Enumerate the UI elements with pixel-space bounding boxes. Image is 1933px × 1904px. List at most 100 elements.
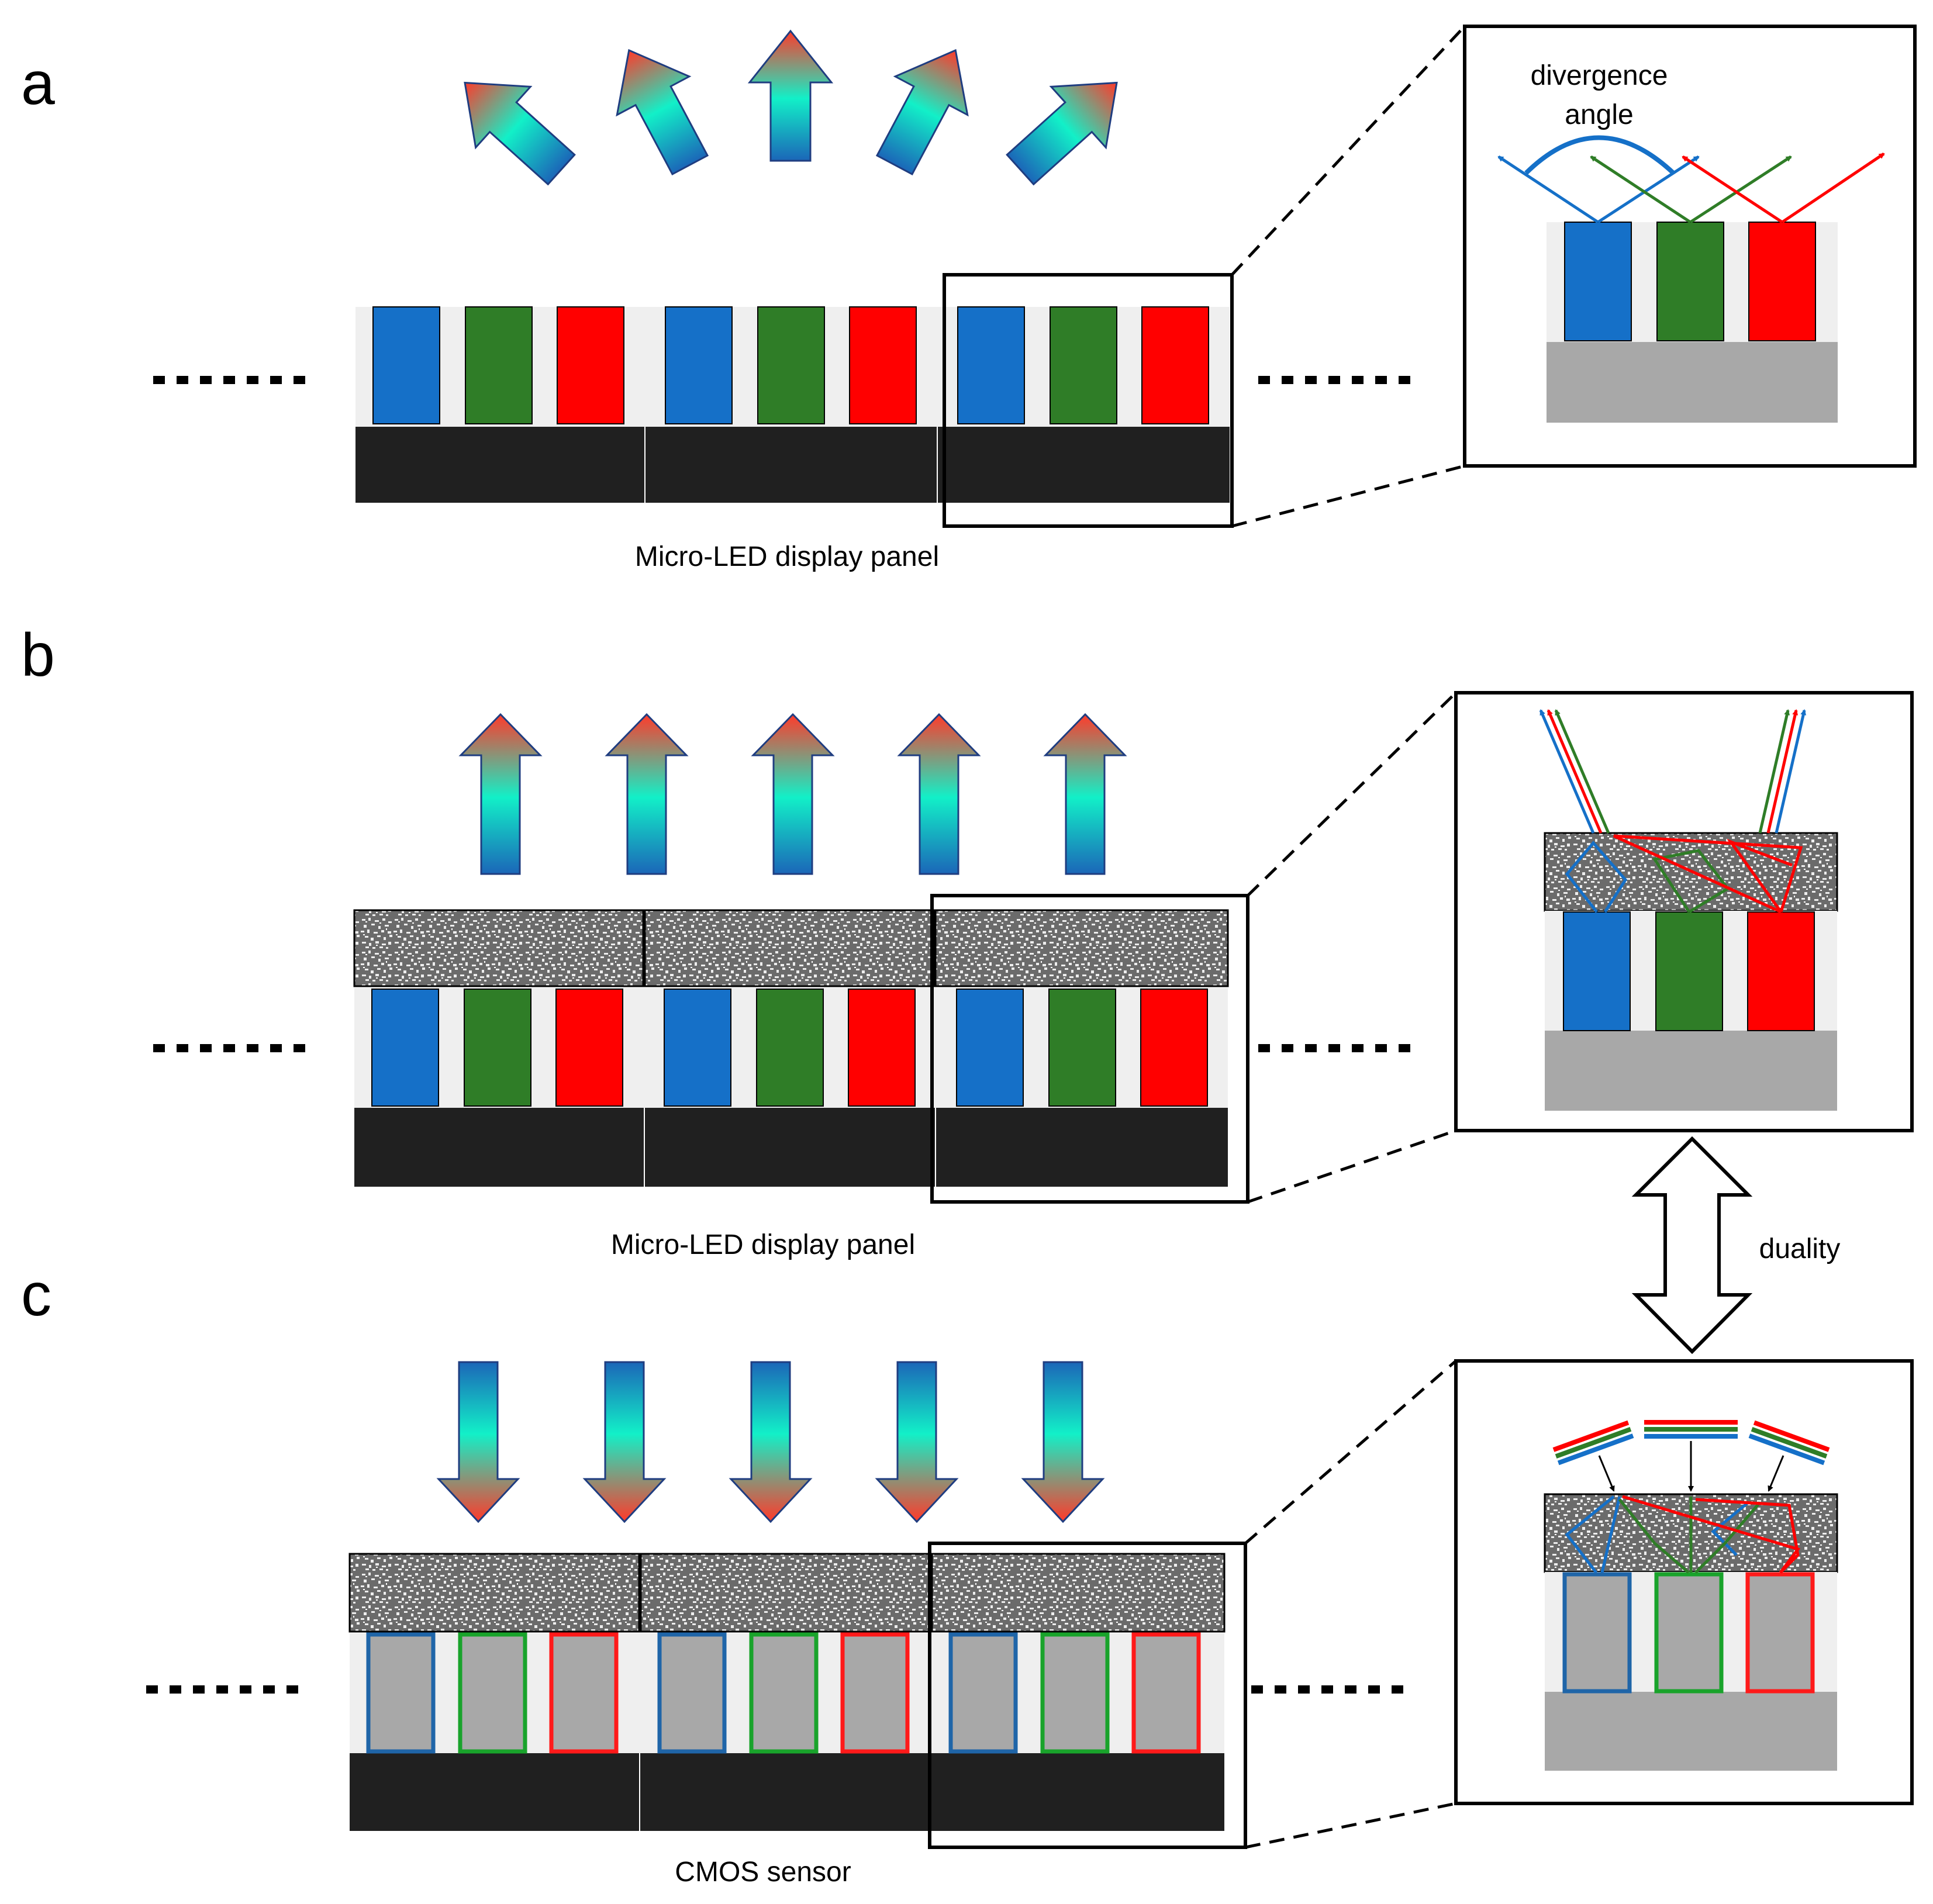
emission-arrow <box>605 713 689 875</box>
incident-arrow <box>436 1361 520 1523</box>
emission-arrow <box>875 49 969 175</box>
divergence-angle-arc <box>1524 135 1675 175</box>
emission-arrow <box>1006 81 1118 186</box>
zoom-selection-box-c <box>928 1542 1247 1849</box>
red-led <box>1748 222 1816 341</box>
green-ray <box>1554 709 1610 834</box>
incident-arrow <box>1021 1361 1105 1523</box>
scattering-layer <box>640 1553 931 1633</box>
panel-c: c <box>21 1261 1914 1888</box>
blue-ray <box>1597 155 1700 224</box>
angle-label: angle <box>1565 99 1633 130</box>
duality-indicator: duality <box>1631 1136 1841 1354</box>
zoom-leader-line <box>1231 25 1466 276</box>
scattering-layer <box>353 909 644 987</box>
green-scatter-path <box>1652 849 1730 914</box>
panel-letter-a: a <box>21 50 55 118</box>
emission-arrow <box>1043 713 1127 875</box>
green-sensor-pixel <box>458 1632 527 1754</box>
blue-led <box>664 989 731 1107</box>
red-led <box>1747 911 1815 1031</box>
green-sensor-pixel <box>1654 1572 1724 1694</box>
zoom-leader-line <box>1245 1802 1456 1849</box>
blue-led <box>957 306 1025 424</box>
scattering-layer <box>931 1553 1226 1633</box>
emission-arrow <box>751 713 835 875</box>
panel-b: b <box>21 621 1914 1260</box>
blue-ray <box>1539 709 1595 834</box>
emission-arrow <box>897 713 981 875</box>
green-ray <box>1590 155 1692 224</box>
green-sensor-pixel <box>1040 1632 1110 1754</box>
substrate <box>350 1753 1224 1831</box>
green-led <box>1050 306 1117 424</box>
red-led <box>1141 306 1209 424</box>
zoom-leader-line <box>1247 692 1457 897</box>
green-scatter-path <box>1618 1498 1690 1574</box>
red-ray <box>1682 155 1783 224</box>
substrate <box>355 427 1230 503</box>
incident-direction-arrow <box>1598 1455 1615 1492</box>
red-led <box>848 989 916 1107</box>
red-sensor-pixel <box>1131 1632 1201 1754</box>
zoom-leader-line <box>1244 1360 1457 1544</box>
red-sensor-pixel <box>549 1632 619 1754</box>
incident-wavefronts <box>1552 1420 1830 1466</box>
blue-led <box>1564 222 1632 341</box>
substrate <box>1547 342 1838 423</box>
micro-led-display-panel-b <box>353 909 1229 1187</box>
red-sensor-pixel <box>840 1632 910 1754</box>
zoom-selection-box-b <box>930 894 1249 1204</box>
green-led <box>756 989 824 1107</box>
emission-arrow <box>747 29 834 162</box>
wavefront-left <box>1552 1420 1634 1466</box>
red-led <box>1140 989 1208 1107</box>
blue-led <box>371 989 439 1107</box>
red-led <box>555 989 623 1107</box>
blue-scatter-path <box>1565 841 1628 913</box>
substrate <box>1545 1692 1837 1771</box>
red-sensor-pixel <box>1745 1572 1815 1694</box>
green-sensor-pixel <box>749 1632 819 1754</box>
red-ray <box>1781 152 1885 224</box>
zoom-selection-box-a <box>943 273 1234 528</box>
red-ray <box>1547 709 1603 834</box>
panel-caption-a: Micro-LED display panel <box>635 541 939 572</box>
double-arrow-icon <box>1631 1136 1753 1354</box>
blue-sensor-pixel <box>366 1632 436 1754</box>
cmos-sensor-panel-c <box>348 1553 1226 1831</box>
scattering-layer <box>934 909 1229 987</box>
panel-a: a <box>21 25 1917 572</box>
blue-led <box>665 306 733 424</box>
zoom-inset-b <box>1454 691 1914 1132</box>
red-scatter-path <box>1613 834 1803 914</box>
scattering-layer <box>348 1553 640 1633</box>
green-led <box>757 306 825 424</box>
zoom-leader-line <box>1231 464 1465 528</box>
micro-led-display-panel-a <box>355 306 1230 503</box>
red-ray <box>1766 709 1799 834</box>
wavefront-center <box>1644 1420 1738 1439</box>
scattering-layer <box>644 909 935 987</box>
blue-led <box>1563 911 1631 1031</box>
duality-label: duality <box>1759 1233 1841 1264</box>
substrate <box>354 1108 1228 1187</box>
blue-ray <box>1775 709 1807 834</box>
green-led <box>464 989 531 1107</box>
green-led <box>1655 911 1723 1031</box>
wavefront-right <box>1748 1420 1830 1466</box>
blue-scatter-path <box>1711 1501 1749 1556</box>
blue-sensor-pixel <box>657 1632 727 1754</box>
emission-arrows-b <box>458 713 1127 875</box>
substrate <box>1545 1031 1837 1111</box>
blue-sensor-pixel <box>1562 1572 1632 1694</box>
divergence-label: divergence <box>1531 60 1668 91</box>
zoom-inset-c <box>1454 1359 1914 1805</box>
green-ray <box>1758 709 1790 834</box>
emission-arrows-a <box>464 29 1118 186</box>
blue-led <box>372 306 440 424</box>
incident-arrow <box>729 1361 813 1523</box>
red-scatter-path <box>1727 838 1793 913</box>
blue-scatter-path <box>1565 1495 1615 1574</box>
blue-sensor-pixel <box>948 1632 1018 1754</box>
